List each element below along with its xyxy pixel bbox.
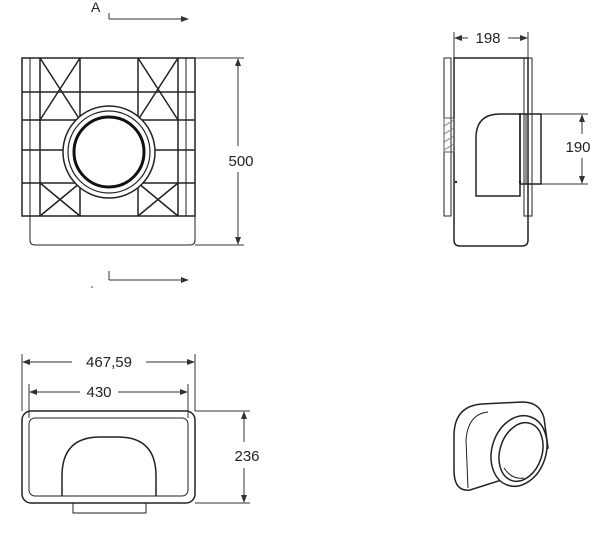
isometric-view [453, 401, 549, 491]
section-marker-top: A [91, 0, 189, 22]
dimension-side-width: 198 [453, 30, 529, 58]
top-inner-outline [28, 417, 189, 497]
side-body [453, 57, 529, 247]
top-view: 467,59 430 236 [21, 354, 260, 514]
dimension-top-depth: 236 [195, 410, 260, 504]
side-elbow [475, 113, 521, 197]
dimension-front-height-label: 500 [228, 153, 253, 170]
top-elbow [61, 436, 157, 496]
dimension-side-width-label: 198 [475, 30, 500, 47]
section-label: A [91, 0, 101, 15]
dimension-top-inner-width: 430 [28, 384, 189, 418]
iso-body [453, 401, 549, 491]
dimension-side-outlet-label: 190 [565, 139, 590, 156]
dimension-top-outer-width-label: 467,59 [86, 354, 132, 371]
top-outer-outline [21, 410, 196, 504]
side-outlet-spigot [519, 113, 542, 185]
dimension-front-height: 500 [195, 57, 254, 246]
front-outlet-bore [72, 115, 146, 189]
dimension-top-depth-label: 236 [234, 448, 259, 465]
iso-outlet-bore [498, 421, 544, 483]
dimension-side-outlet: 190 [541, 113, 591, 185]
dimension-top-inner-width-label: 430 [86, 384, 111, 401]
front-view: 500 A [21, 0, 254, 288]
front-base [29, 216, 196, 246]
section-marker-bottom [91, 271, 189, 288]
front-body-outline [21, 57, 196, 217]
dimension-top-outer-width: 467,59 [21, 354, 196, 411]
side-view: 198 190 [443, 30, 591, 247]
top-spigot [72, 502, 147, 514]
side-flange-left [443, 57, 452, 217]
